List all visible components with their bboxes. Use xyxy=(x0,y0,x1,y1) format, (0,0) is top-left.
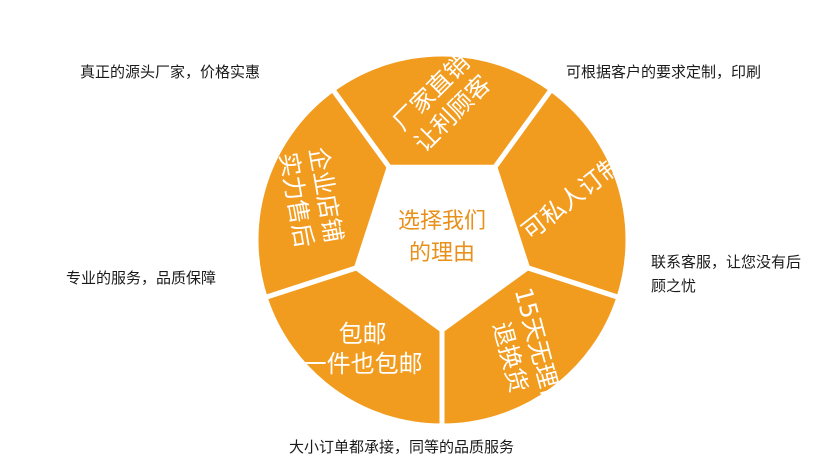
center-pentagon xyxy=(358,168,526,328)
caption-top-right: 可根据客户的要求定制，印刷 xyxy=(566,63,762,81)
segment-factory-direct xyxy=(329,51,555,170)
segment-label-shipping: 包邮一件也包邮 xyxy=(303,320,423,378)
segment-return xyxy=(439,265,623,429)
caption-top-left: 真正的源头厂家，价格实惠 xyxy=(80,63,261,81)
caption-bottom: 大小订单都承接，同等的品质服务 xyxy=(289,438,515,456)
segment-after-sales xyxy=(253,86,392,301)
center-title: 选择我们的理由 xyxy=(398,209,486,266)
segment-custom xyxy=(492,86,631,301)
center-title-line: 选择我们 xyxy=(398,209,486,234)
segment-label-line: 一件也包邮 xyxy=(303,350,423,378)
segment-label-line: 包邮 xyxy=(339,320,387,348)
segment-shipping xyxy=(261,265,445,429)
caption-right: 联系客服，让您没有后顾之忧 xyxy=(651,253,802,295)
caption-left: 专业的服务，品质保障 xyxy=(66,269,217,287)
center-title-line: 的理由 xyxy=(409,241,475,266)
